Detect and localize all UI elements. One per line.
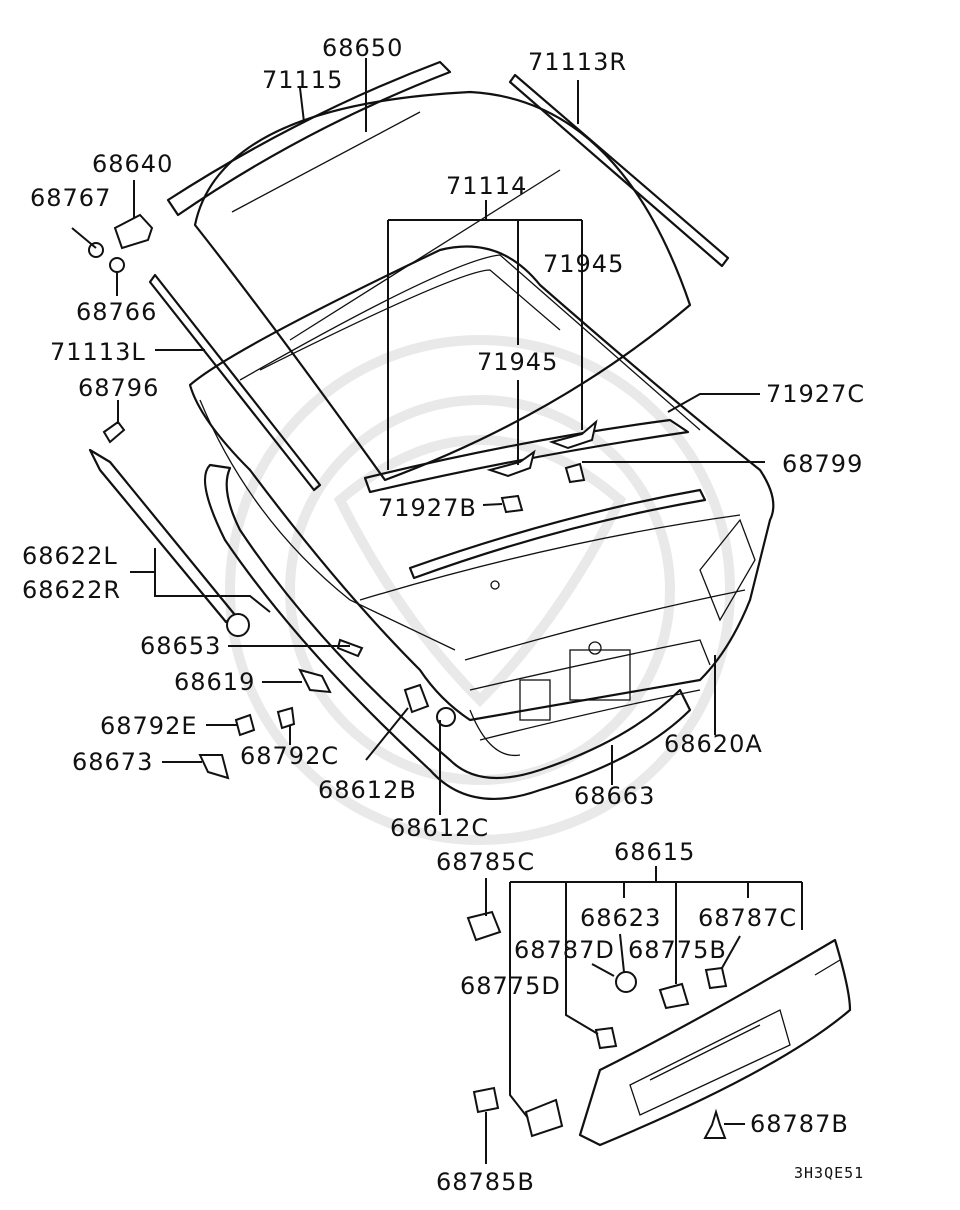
label-68775D: 68775D <box>460 972 561 1000</box>
label-71945-lower: 71945 <box>477 348 558 376</box>
label-71113R: 71113R <box>528 48 627 76</box>
label-68619: 68619 <box>174 668 255 696</box>
label-68799: 68799 <box>782 450 863 478</box>
rear-glass <box>193 90 692 482</box>
clip-68775D <box>524 1098 564 1138</box>
label-68623: 68623 <box>580 904 661 932</box>
label-68673: 68673 <box>72 748 153 776</box>
garnish-68615 <box>578 938 852 1147</box>
label-68796: 68796 <box>78 374 159 402</box>
diagram-code: 3H3QE51 <box>794 1164 864 1182</box>
bottom-molding <box>408 488 707 580</box>
clip-71945-a <box>486 449 536 478</box>
clip-68623 <box>615 971 637 993</box>
watermark-emblem <box>225 335 735 845</box>
label-68792C: 68792C <box>240 742 339 770</box>
side-molding-71113L <box>148 273 322 492</box>
bolt-68792E <box>234 713 256 737</box>
hinge-68640 <box>113 213 154 250</box>
label-68653: 68653 <box>140 632 221 660</box>
clip-68775B <box>658 982 690 1010</box>
bumper-68612B <box>403 683 430 714</box>
gas-strut-68622 <box>88 448 250 637</box>
label-68767: 68767 <box>30 184 111 212</box>
label-71927B: 71927B <box>378 494 477 522</box>
label-68766: 68766 <box>76 298 157 326</box>
bracket-68673 <box>198 754 230 780</box>
roof-molding-71115 <box>166 60 452 217</box>
label-68787C: 68787C <box>698 904 797 932</box>
lower-molding-71927C <box>363 418 690 494</box>
side-molding-71113R <box>508 73 730 268</box>
latch-68619 <box>298 668 332 694</box>
label-68612B: 68612B <box>318 776 417 804</box>
label-71113L: 71113L <box>50 338 146 366</box>
clip-71927B <box>500 494 524 514</box>
label-68787D: 68787D <box>514 936 615 964</box>
label-68615: 68615 <box>614 838 695 866</box>
label-68622L: 68622L <box>22 542 118 570</box>
label-68640: 68640 <box>92 150 173 178</box>
label-68622R: 68622R <box>22 576 121 604</box>
bumper-68612C <box>436 707 456 727</box>
clip-68653 <box>336 638 364 658</box>
label-68785B: 68785B <box>436 1168 535 1196</box>
part-labels: 68650 71115 71113R 68640 68767 71114 719… <box>22 34 865 1196</box>
bolt-68796 <box>102 420 126 444</box>
label-71114: 71114 <box>446 172 527 200</box>
label-68612C: 68612C <box>390 814 489 842</box>
label-71945-upper: 71945 <box>543 250 624 278</box>
label-68650: 68650 <box>322 34 403 62</box>
label-68785C: 68785C <box>436 848 535 876</box>
nut-68766 <box>109 257 125 273</box>
weatherstrip-68663 <box>203 463 692 800</box>
bolt-68792C <box>276 706 296 730</box>
label-71115: 71115 <box>262 66 343 94</box>
bolt-68767 <box>88 242 104 258</box>
tailgate-panel <box>188 245 775 757</box>
label-68663: 68663 <box>574 782 655 810</box>
label-68775B: 68775B <box>628 936 727 964</box>
label-68620A: 68620A <box>664 730 763 758</box>
leader-lines <box>71 58 803 1164</box>
clip-68787D <box>594 1026 618 1050</box>
clip-68787C <box>704 966 728 990</box>
clip-68785C <box>466 910 502 942</box>
clip-68799 <box>564 462 586 484</box>
label-68787B: 68787B <box>750 1110 849 1138</box>
clip-68785B <box>472 1086 500 1114</box>
label-68792E: 68792E <box>100 712 198 740</box>
clip-71945-b <box>548 419 598 450</box>
label-71927C: 71927C <box>766 380 865 408</box>
fastener-68787B <box>703 1108 727 1139</box>
